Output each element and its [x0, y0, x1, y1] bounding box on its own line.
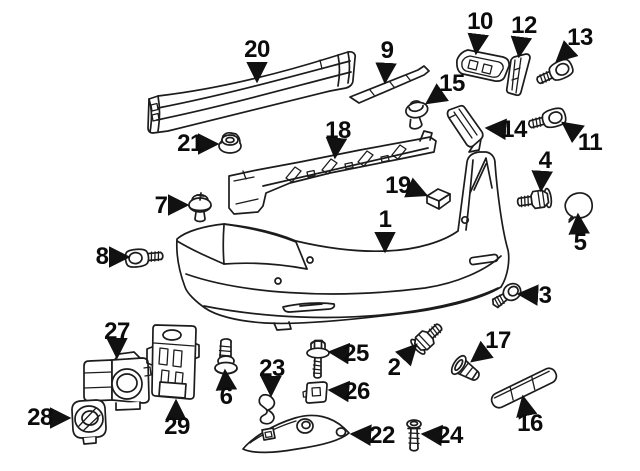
- part-26-drawing: [302, 381, 328, 404]
- part-label-2[interactable]: 2: [387, 354, 401, 381]
- part-label-11[interactable]: 11: [577, 129, 603, 156]
- part-label-29[interactable]: 29: [164, 413, 190, 440]
- part-label-5[interactable]: 5: [573, 229, 587, 256]
- part-arrow-22: [349, 424, 372, 446]
- part-label-22[interactable]: 22: [369, 422, 395, 449]
- part-label-10[interactable]: 10: [467, 8, 493, 35]
- part-label-12[interactable]: 12: [511, 12, 537, 39]
- part-1-drawing: [175, 151, 510, 331]
- part-arrow-15: [425, 83, 449, 105]
- part-19-drawing: [426, 188, 451, 210]
- part-arrow-9: [375, 62, 397, 85]
- part-label-18[interactable]: 18: [325, 117, 351, 144]
- part-arrow-4: [531, 170, 553, 193]
- part-arrow-26: [327, 380, 350, 403]
- part-label-4[interactable]: 4: [538, 147, 552, 174]
- part-label-28[interactable]: 28: [27, 404, 53, 431]
- part-arrow-13: [555, 40, 579, 63]
- part-arrow-11: [561, 121, 585, 144]
- part-label-7[interactable]: 7: [154, 192, 168, 219]
- part-15-drawing: [405, 100, 429, 130]
- part-arrow-17: [470, 340, 494, 363]
- part-arrow-2: [395, 343, 418, 367]
- part-label-3[interactable]: 3: [538, 282, 552, 309]
- part-10-drawing: [456, 49, 510, 82]
- part-label-13[interactable]: 13: [567, 24, 593, 51]
- part-label-1[interactable]: 1: [378, 206, 392, 233]
- part-arrow-6: [215, 368, 238, 391]
- part-21-drawing: [218, 131, 242, 154]
- part-arrow-16: [516, 394, 538, 418]
- part-arrow-10: [467, 32, 489, 56]
- part-label-16[interactable]: 16: [517, 410, 543, 437]
- part-28-drawing: [71, 399, 107, 445]
- part-9-drawing: [349, 65, 430, 104]
- part-arrow-18: [325, 137, 348, 160]
- part-arrow-3: [516, 284, 539, 306]
- part-arrow-25: [327, 342, 351, 365]
- part-14-drawing: [446, 104, 484, 153]
- part-label-14[interactable]: 14: [501, 116, 527, 143]
- part-arrow-5: [568, 212, 590, 235]
- part-label-8[interactable]: 8: [95, 243, 109, 270]
- part-17-drawing: [450, 354, 480, 381]
- part-arrow-12: [510, 35, 533, 59]
- part-label-6[interactable]: 6: [219, 383, 233, 410]
- part-29-drawing: [146, 324, 200, 400]
- part-label-17[interactable]: 17: [485, 327, 511, 354]
- part-label-19[interactable]: 19: [385, 172, 411, 199]
- part-25-drawing: [306, 339, 330, 379]
- part-24-drawing: [406, 419, 422, 452]
- part-label-25[interactable]: 25: [343, 340, 369, 367]
- part-label-9[interactable]: 9: [380, 37, 394, 64]
- part-23-drawing: [258, 393, 276, 425]
- part-22-drawing: [242, 414, 350, 454]
- part-label-15[interactable]: 15: [439, 70, 465, 97]
- part-label-23[interactable]: 23: [259, 355, 285, 382]
- part-label-21[interactable]: 21: [177, 130, 203, 157]
- part-arrow-24: [420, 424, 443, 447]
- part-27-drawing: [83, 351, 152, 411]
- part-arrow-19: [404, 177, 429, 198]
- part-label-24[interactable]: 24: [437, 422, 463, 449]
- part-arrow-14: [484, 118, 507, 141]
- part-label-26[interactable]: 26: [344, 378, 370, 405]
- part-7-drawing: [188, 192, 212, 223]
- part-label-27[interactable]: 27: [104, 318, 130, 345]
- part-label-20[interactable]: 20: [244, 36, 270, 63]
